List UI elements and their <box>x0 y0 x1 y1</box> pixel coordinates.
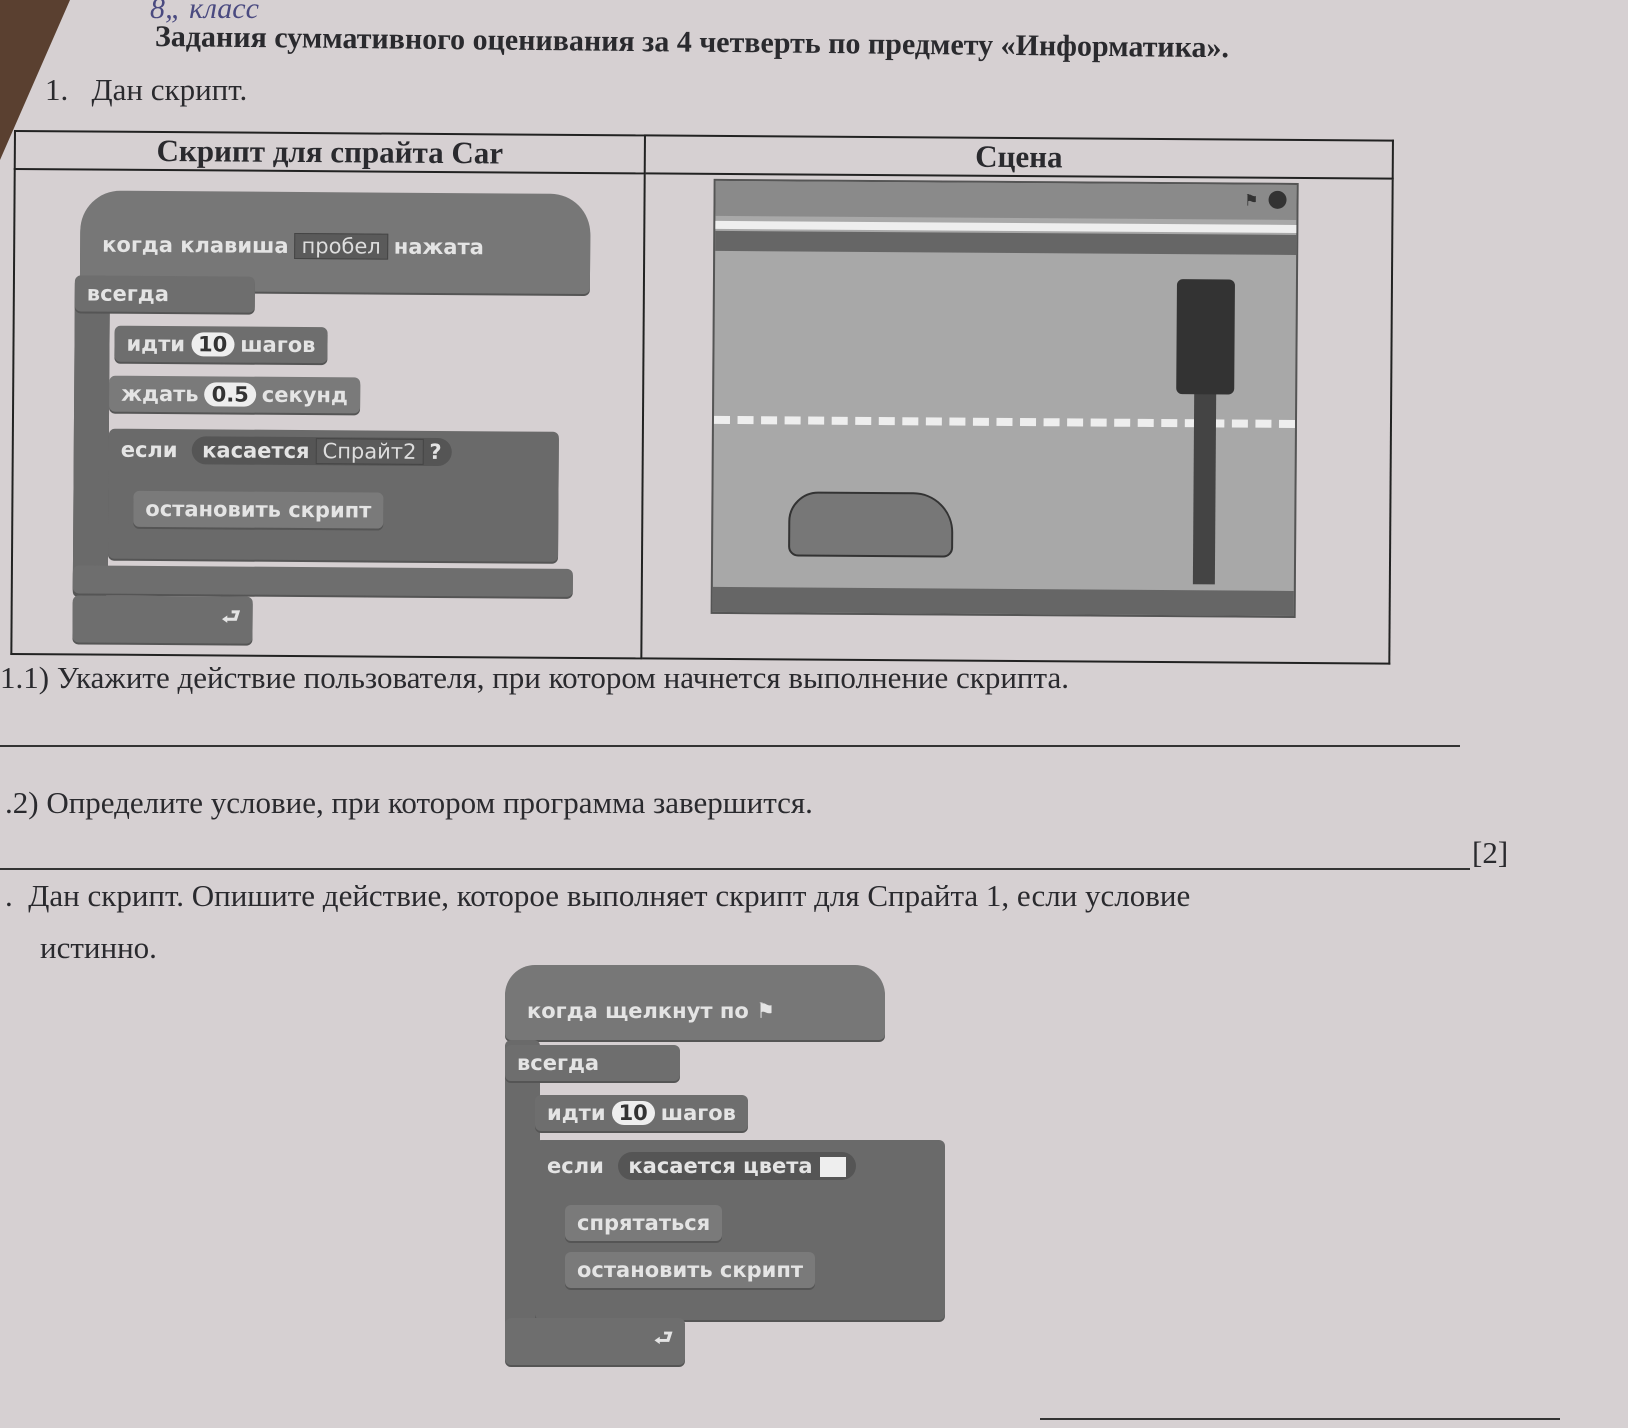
flag-clicked-block[interactable]: когда щелкнут по ⚑ <box>527 999 775 1023</box>
col-header-scene: Сцена <box>644 135 1393 179</box>
traffic-light-pole <box>1192 384 1217 585</box>
car-sprite-icon <box>788 491 954 558</box>
task1-heading: 1. Дан скрипт. <box>45 72 248 107</box>
col-header-script: Скрипт для спрайта Car <box>14 131 645 174</box>
forever-block[interactable]: всегда <box>505 1045 680 1081</box>
question-1-2: .2) Определите условие, при котором прог… <box>5 785 813 820</box>
flag-icon: ⚑ <box>756 999 775 1023</box>
hat-block[interactable] <box>505 965 885 1040</box>
forever-frame <box>72 275 110 596</box>
task2-text: . Дан скрипт. Опишите действие, которое … <box>5 878 1191 913</box>
traffic-light-icon <box>1176 279 1235 395</box>
stop-icon[interactable] <box>1268 190 1287 209</box>
stage-toolbar: ⚑ <box>715 180 1297 220</box>
road-curb <box>715 230 1297 255</box>
color-swatch[interactable] <box>819 1157 846 1177</box>
flag-icon[interactable]: ⚑ <box>1244 192 1259 210</box>
points: [2] <box>1472 835 1509 870</box>
loop-arrow-icon: ⮐ <box>72 595 253 644</box>
stop-script-block[interactable]: остановить скрипт <box>133 490 384 529</box>
loop-arrow-icon: ⮐ <box>505 1318 685 1365</box>
if-block[interactable]: если касается цвета <box>535 1148 868 1184</box>
forever-block[interactable]: всегда <box>74 275 255 313</box>
forever-frame <box>505 1040 540 1340</box>
loop-end <box>72 565 573 597</box>
answer-line-2[interactable] <box>0 868 1470 870</box>
answer-line-3[interactable] <box>1040 1418 1560 1420</box>
table-background <box>0 0 70 160</box>
key-dropdown[interactable]: пробел <box>294 232 388 260</box>
handwritten-note: 8„ класс <box>150 0 259 25</box>
question-1-1: 1.1) Укажите действие пользователя, при … <box>0 660 1069 695</box>
task2-text-cont: истинно. <box>40 930 157 965</box>
hide-block[interactable]: спрятаться <box>565 1205 723 1241</box>
stop-script-block[interactable]: остановить скрипт <box>565 1252 816 1288</box>
scene-cell: ⚑ <box>641 173 1393 664</box>
stage: ⚑ <box>710 178 1299 618</box>
answer-line-1[interactable] <box>0 745 1460 747</box>
page-title: Задания суммативного оценивания за 4 чет… <box>154 20 1230 65</box>
road-bottom <box>712 586 1294 616</box>
